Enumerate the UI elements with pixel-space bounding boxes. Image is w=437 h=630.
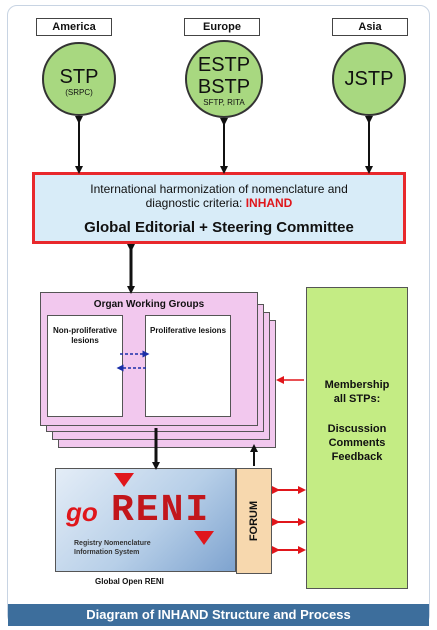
goreni-caption: Global Open RENI bbox=[95, 577, 164, 586]
circle-europe-sub: SFTP, RITA bbox=[203, 98, 245, 107]
forum-box: FORUM bbox=[236, 468, 272, 574]
circle-america-sub: (SRPC) bbox=[65, 88, 93, 97]
circle-asia-text: JSTP bbox=[344, 68, 394, 90]
membership-body-line-1: Discussion bbox=[327, 423, 387, 435]
goreni-logo-panel: go RENI Registry Nomenclature Informatio… bbox=[55, 468, 236, 572]
goreni-reni-text: RENI bbox=[111, 489, 211, 532]
goreni-subtitle: Registry Nomenclature Information System bbox=[74, 539, 151, 557]
footer-title-bar: Diagram of INHAND Structure and Process bbox=[8, 604, 429, 626]
membership-body-line-3: Feedback bbox=[331, 451, 383, 463]
goreni-subtitle-line-2: Information System bbox=[74, 549, 140, 556]
membership-heading-line-2: all STPs: bbox=[333, 393, 381, 405]
region-label-asia: Asia bbox=[332, 18, 408, 36]
committee-inhand-label: INHAND bbox=[245, 196, 293, 210]
committee-line-2: diagnostic criteria: INHAND bbox=[35, 196, 403, 210]
circle-europe-text-2: BSTP bbox=[197, 76, 251, 98]
goreni-triangles bbox=[114, 473, 214, 545]
membership-heading-line-1: Membership bbox=[324, 379, 390, 391]
committee-box: International harmonization of nomenclat… bbox=[32, 172, 406, 244]
goreni-subtitle-line-1: Registry Nomenclature bbox=[74, 540, 151, 547]
circle-america: STP (SRPC) bbox=[42, 42, 116, 116]
goreni-go-text: go bbox=[66, 497, 98, 527]
goreni-triangle-top bbox=[114, 473, 134, 487]
membership-heading: Membership all STPs: bbox=[307, 378, 407, 406]
owg-title: Organ Working Groups bbox=[93, 299, 205, 310]
membership-box: Membership all STPs: Discussion Comments… bbox=[306, 287, 408, 589]
circle-asia: JSTP bbox=[332, 42, 406, 116]
membership-body-line-2: Comments bbox=[328, 437, 386, 449]
committee-line-1: International harmonization of nomenclat… bbox=[90, 182, 348, 196]
region-label-america: America bbox=[36, 18, 112, 36]
circle-america-text: STP bbox=[59, 66, 99, 88]
goreni-triangle-bottom bbox=[194, 531, 214, 545]
committee-title: Global Editorial + Steering Committee bbox=[84, 219, 354, 236]
membership-body: Discussion Comments Feedback bbox=[307, 422, 407, 464]
non-proliferative-lesions-box: Non-proliferative lesions bbox=[47, 315, 123, 417]
region-label-europe: Europe bbox=[184, 18, 260, 36]
circle-europe: ESTP BSTP SFTP, RITA bbox=[185, 40, 263, 118]
committee-line-2-prefix: diagnostic criteria: bbox=[145, 196, 243, 210]
circle-europe-text-1: ESTP bbox=[197, 54, 251, 76]
proliferative-lesions-box: Proliferative lesions bbox=[145, 315, 231, 417]
organ-working-groups-box: Organ Working Groups Non-proliferative l… bbox=[40, 292, 258, 426]
